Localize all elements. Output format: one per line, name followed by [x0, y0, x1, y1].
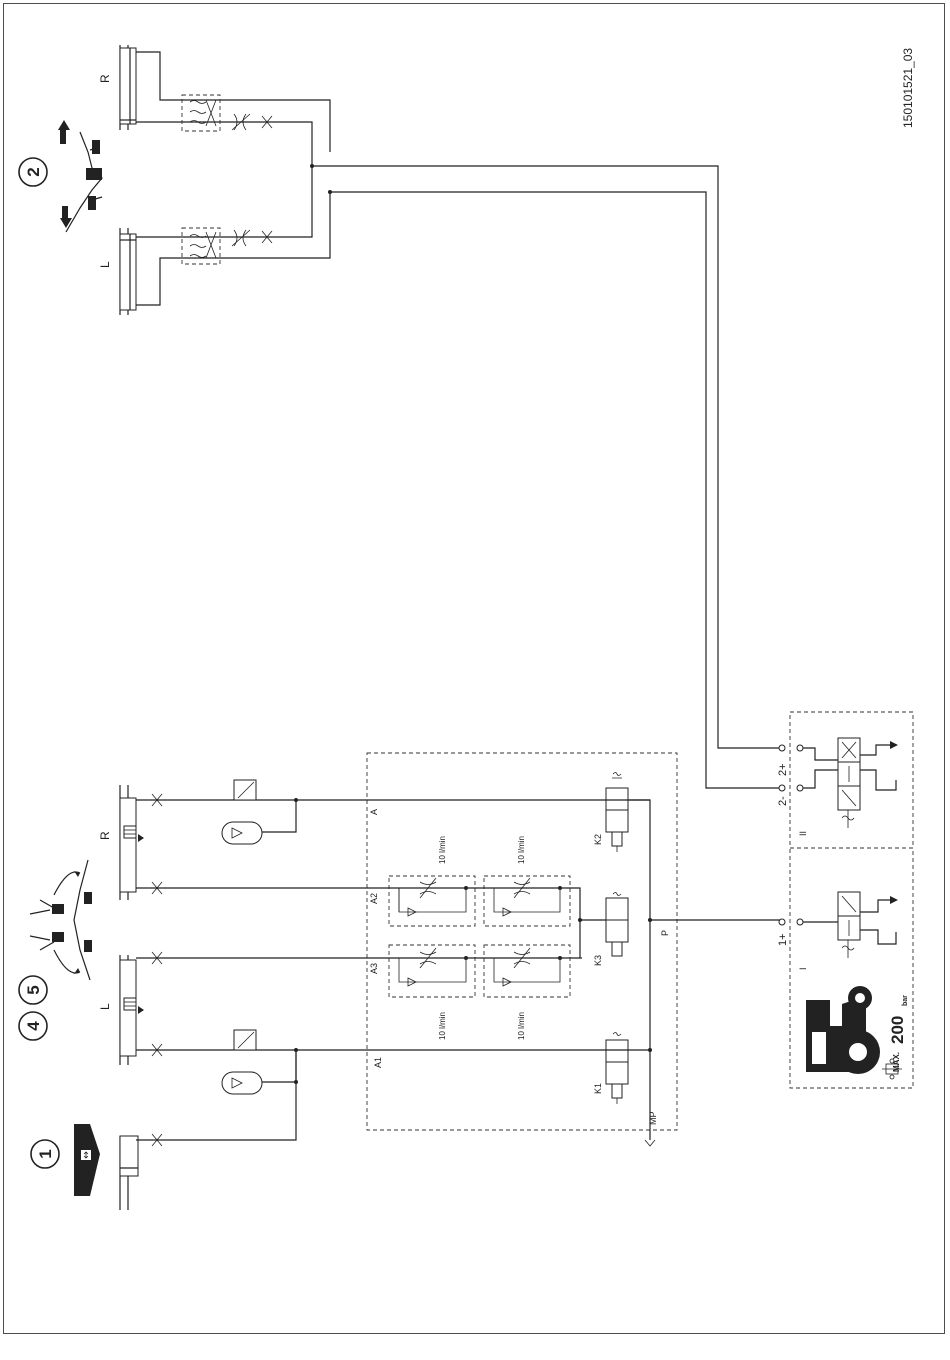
- solenoid-k3: K3: [593, 955, 603, 966]
- solenoid-valve-icon: [606, 773, 628, 1105]
- svg-text:2: 2: [24, 167, 43, 176]
- solenoid-valve-icon: [838, 738, 860, 828]
- bottom-cylinder-left: [120, 955, 144, 1065]
- top-hydraulic-lines: [136, 52, 780, 788]
- implement-fold-icon: [58, 120, 102, 232]
- flow-rate-a2-2: 10 l/min: [517, 836, 526, 864]
- flow-rate-a2-1: 10 l/min: [438, 836, 447, 864]
- svg-text:bar: bar: [902, 995, 909, 1006]
- label-bottom-l: L: [98, 1003, 112, 1010]
- flow-control-valve-icon: [232, 114, 272, 246]
- label-top-r: R: [98, 74, 112, 83]
- implement-fold-icon: [30, 860, 92, 980]
- port-a3: A3: [369, 963, 379, 974]
- throttle-marks: [152, 794, 162, 1146]
- coupling-2minus: 2-: [777, 796, 789, 806]
- label-top-l: L: [98, 261, 112, 268]
- svg-text:5: 5: [24, 985, 43, 994]
- bottom-cylinder-right: [120, 785, 144, 900]
- port-p: P: [660, 930, 670, 936]
- circuit-i: I: [798, 967, 808, 970]
- pressure-rating: MAX. 200 bar: [882, 995, 909, 1079]
- circuit-ii: II: [798, 831, 808, 836]
- figure-id: 150101521_03: [901, 48, 915, 128]
- solenoid-k1: K1: [593, 1083, 603, 1094]
- callout-4: 4: [19, 1012, 47, 1040]
- port-a1: A1: [373, 1057, 383, 1068]
- flow-rate-a3-1: 10 l/min: [438, 1012, 447, 1040]
- callout-2: 2: [19, 158, 47, 186]
- coupling-2plus: 2+: [777, 763, 789, 776]
- valve-block-outline: [367, 753, 677, 1130]
- callout-5: 5: [19, 976, 47, 1004]
- top-cylinder-left: [120, 228, 136, 315]
- flow-rate-a3-2: 10 l/min: [517, 1012, 526, 1040]
- solenoid-k2: K2: [593, 834, 603, 845]
- port-a: A: [369, 809, 379, 815]
- svg-text:4: 4: [24, 1021, 43, 1031]
- sheet-border: [4, 4, 945, 1334]
- coupling-1plus: 1+: [777, 933, 789, 946]
- top-cylinder-right: [120, 45, 136, 130]
- solenoid-valve-icon: [838, 892, 860, 958]
- lift-control-icon: [74, 1124, 100, 1196]
- label-bottom-r: R: [98, 831, 112, 840]
- lift-cylinder: [120, 1136, 138, 1210]
- svg-text:200: 200: [888, 1016, 907, 1044]
- port-a2: A2: [369, 893, 379, 904]
- flow-control-valve-icon: [234, 780, 256, 1050]
- svg-text:1: 1: [36, 1149, 55, 1158]
- flow-control-valve-icon: [389, 876, 570, 997]
- tractor-icon: [806, 986, 880, 1074]
- callout-1: 1: [31, 1140, 59, 1168]
